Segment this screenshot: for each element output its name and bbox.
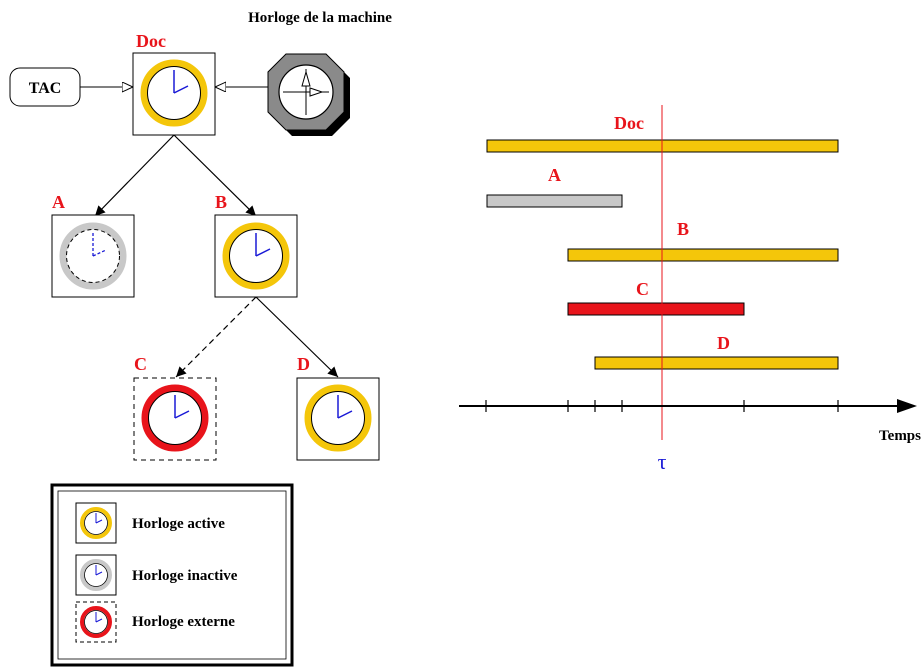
edge-doc-b	[173, 134, 257, 217]
machine-clock-title: Horloge de la machine	[248, 10, 392, 26]
node-a-label: A	[52, 192, 65, 212]
node-a-clock	[51, 214, 135, 298]
machine-clock-icon	[267, 53, 350, 136]
legend-inactive-label: Horloge inactive	[132, 568, 238, 584]
node-c-clock	[133, 377, 217, 461]
timeline-bar-d	[594, 356, 839, 370]
tac-box: TAC	[9, 67, 81, 107]
node-doc-clock	[132, 52, 216, 136]
edge-doc-a	[94, 134, 175, 217]
legend-external-label: Horloge externe	[132, 614, 235, 630]
timeline-b-label: B	[677, 219, 689, 239]
legend-external-icon	[75, 601, 117, 643]
node-b-clock	[214, 214, 298, 298]
timeline-d-label: D	[717, 333, 730, 353]
legend-active-icon	[75, 502, 117, 544]
node-d-clock	[296, 377, 380, 461]
edge-b-d	[255, 296, 339, 378]
node-doc-label: Doc	[136, 31, 166, 51]
node-b-label: B	[215, 192, 227, 212]
legend: Horloge active Horloge inactive Horloge …	[50, 483, 294, 667]
time-axis-label: Temps	[879, 428, 921, 444]
timeline-a-label: A	[548, 165, 561, 185]
node-d-label: D	[297, 354, 310, 374]
legend-active-label: Horloge active	[132, 516, 225, 532]
node-c-label: C	[134, 354, 147, 374]
timeline-c-label: C	[636, 279, 649, 299]
tac-label: TAC	[29, 80, 62, 97]
time-axis-arrow	[897, 399, 917, 413]
timeline-bar-c	[567, 302, 745, 316]
timeline-bar-a	[486, 194, 623, 208]
tau-label: τ	[658, 449, 667, 474]
timeline-bar-b	[567, 248, 839, 262]
timeline-doc-label: Doc	[614, 113, 644, 133]
edge-b-c	[175, 296, 257, 378]
legend-inactive-icon	[75, 554, 117, 596]
time-axis-ticks	[485, 400, 839, 412]
